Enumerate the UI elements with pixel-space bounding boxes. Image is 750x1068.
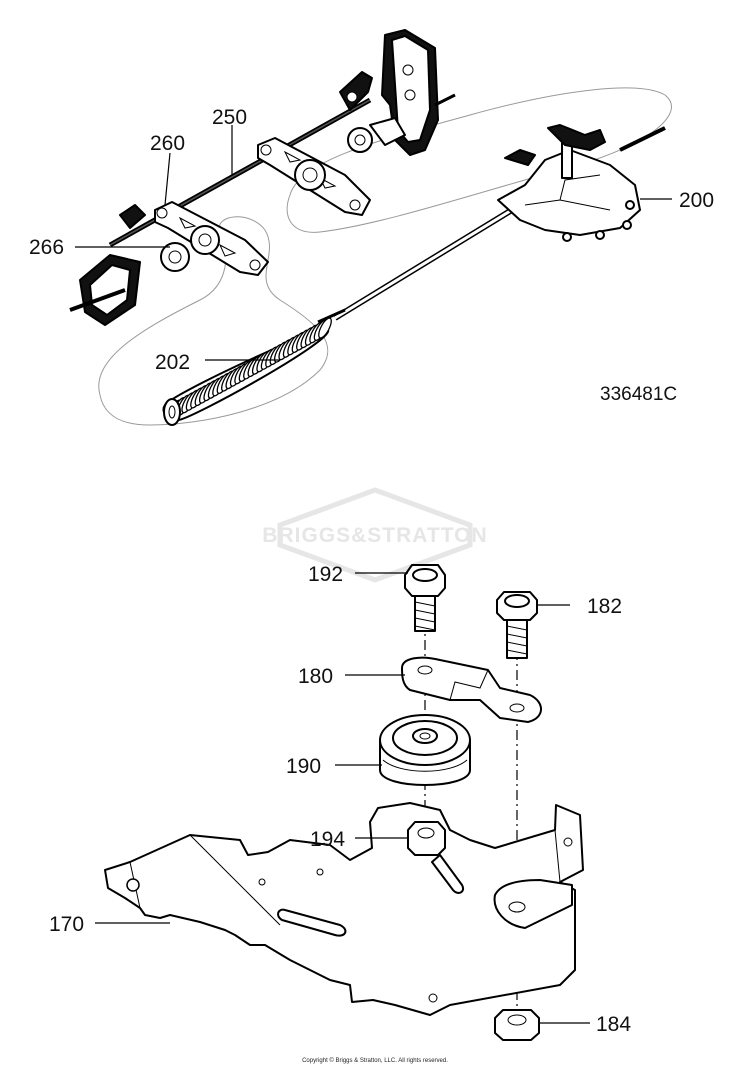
lower-assembly — [95, 564, 590, 1041]
callout-192: 192 — [308, 563, 343, 586]
nut-194 — [407, 821, 446, 856]
lever-upper — [257, 137, 371, 216]
callout-266: 266 — [29, 236, 64, 259]
nut-184 — [494, 1009, 540, 1041]
callout-250: 250 — [212, 106, 247, 129]
mounting-bracket — [347, 29, 456, 156]
bracket-plate-170 — [104, 802, 584, 1016]
callout-202: 202 — [155, 351, 190, 374]
callout-194: 194 — [310, 828, 345, 851]
cable-200 — [333, 124, 666, 321]
upper-assembly — [69, 29, 672, 426]
brand-watermark: BRIGGS&STRATTON — [262, 487, 487, 583]
callout-170: 170 — [49, 913, 84, 936]
control-rod-250 — [108, 71, 373, 248]
callout-184: 184 — [596, 1013, 631, 1036]
callout-200: 200 — [679, 189, 714, 212]
callout-260: 260 — [150, 132, 185, 155]
plate-180 — [401, 656, 542, 723]
callout-190: 190 — [286, 755, 321, 778]
figure-id: 336481C — [600, 384, 677, 405]
pulley-190 — [379, 714, 471, 786]
washer-266 — [69, 204, 190, 326]
copyright-notice: Copyright © Briggs & Stratton, LLC. All … — [302, 1057, 448, 1064]
bolt-182 — [496, 591, 538, 659]
spring-202 — [162, 308, 346, 426]
watermark-text: BRIGGS&STRATTON — [262, 524, 487, 547]
callout-180: 180 — [298, 665, 333, 688]
callout-182: 182 — [587, 595, 622, 618]
lever-260 — [154, 201, 269, 276]
spring-coil — [318, 317, 332, 339]
outline-loop-lower — [98, 216, 329, 426]
bolt-192 — [404, 564, 446, 632]
